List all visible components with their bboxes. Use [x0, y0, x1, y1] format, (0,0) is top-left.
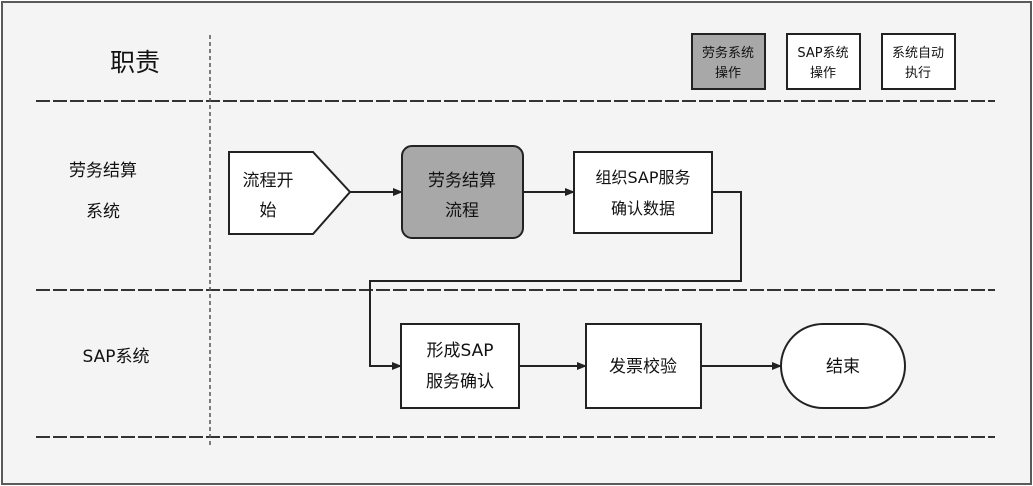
end-label: 结束 [826, 357, 860, 377]
legend-label-labor-system-line1: 劳务系统 [702, 45, 754, 61]
legend-box-auto-exec [881, 33, 956, 90]
legend-label-auto-exec-line2: 执行 [905, 66, 931, 81]
start-label-line2: 始 [260, 201, 277, 221]
labor-settlement-label-line1: 劳务结算 [428, 171, 496, 191]
node-labor-settlement: 劳务结算 流程 [401, 145, 524, 239]
legend-label-auto-exec-line1: 系统自动 [892, 46, 944, 61]
legend-label-labor-system-line2: 操作 [715, 65, 741, 81]
node-end: 结束 [780, 323, 906, 409]
arrow-organize-to-form [369, 191, 742, 370]
end-shape [780, 323, 906, 409]
legend: 劳务系统 操作 SAP系统 操作 系统自动 执行 [691, 33, 956, 90]
page-title: 职责 [110, 48, 160, 77]
labor-settlement-box [401, 145, 524, 239]
connectors [350, 188, 782, 370]
node-organize-sap: 组织SAP服务 确认数据 [573, 151, 713, 234]
node-invoice-check: 发票校验 [585, 323, 702, 409]
invoice-check-box [585, 323, 702, 409]
legend-box-labor-system [691, 33, 766, 90]
start-shape [228, 151, 352, 235]
organize-sap-label-line1: 组织SAP服务 [595, 168, 690, 187]
start-label-line1: 流程开 [243, 171, 294, 191]
legend-label-sap-system-line2: 操作 [810, 65, 836, 81]
invoice-check-label: 发票校验 [609, 357, 677, 377]
lane-label-sap: SAP系统 [83, 347, 150, 367]
organize-sap-box [573, 151, 713, 234]
node-form-sap: 形成SAP 服务确认 [400, 323, 520, 409]
form-sap-box [400, 323, 520, 409]
form-sap-label-line2: 服务确认 [426, 372, 494, 392]
form-sap-label-line1: 形成SAP [427, 341, 494, 361]
node-start: 流程开 始 [228, 151, 352, 235]
legend-label-sap-system-line1: SAP系统 [797, 46, 848, 61]
lane-label-labor-line2: 系统 [86, 202, 120, 222]
organize-sap-label-line2: 确认数据 [611, 199, 675, 218]
legend-box-sap-system [786, 33, 861, 90]
lane-label-labor-line1: 劳务结算 [69, 161, 137, 181]
labor-settlement-label-line2: 流程 [445, 201, 479, 221]
